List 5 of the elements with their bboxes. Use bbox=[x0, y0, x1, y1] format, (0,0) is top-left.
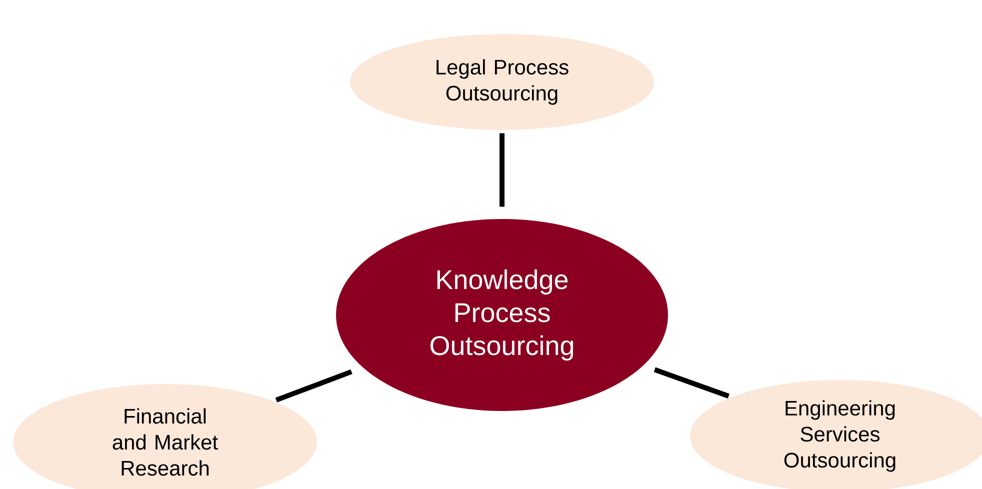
connector-line bbox=[275, 369, 352, 402]
connector-line bbox=[654, 367, 730, 398]
ellipse-node: Legal Process Outsourcing bbox=[350, 34, 654, 130]
ellipse-node: Knowledge Process Outsourcing bbox=[336, 219, 668, 411]
connector-line bbox=[500, 133, 504, 207]
